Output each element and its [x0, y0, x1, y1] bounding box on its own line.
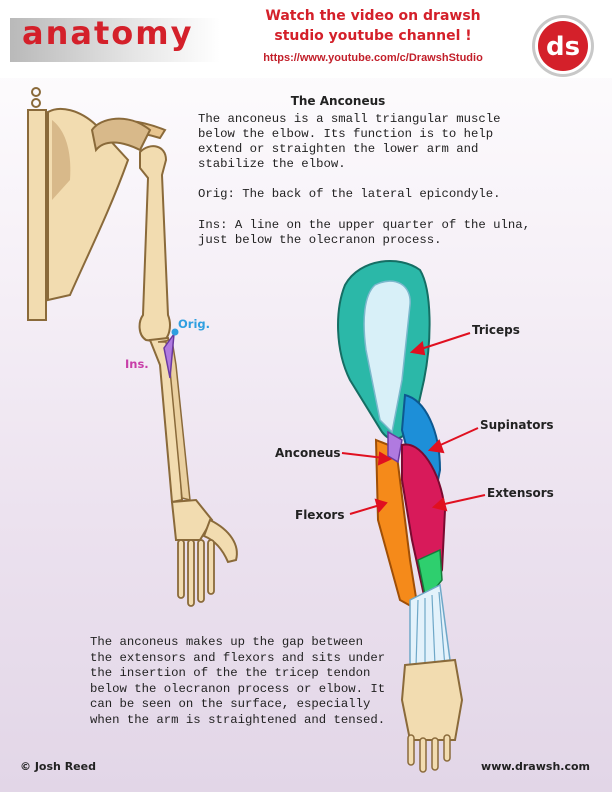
hand	[400, 658, 464, 741]
ring-icon	[31, 87, 41, 97]
badge-text: ds	[546, 32, 580, 62]
rib-cage	[27, 109, 47, 321]
description-text: The anconeus is a small triangular muscl…	[198, 112, 501, 171]
label-triceps: Triceps	[472, 323, 520, 337]
ring-icon	[31, 98, 41, 108]
skeleton-label-ins: Ins.	[125, 357, 149, 371]
label-extensors: Extensors	[487, 486, 554, 500]
promo-line-2: studio youtube channel !	[274, 28, 472, 44]
website-link[interactable]: www.drawsh.com	[481, 760, 590, 773]
promo-line-1: Watch the video on drawsh	[265, 8, 481, 24]
thumb	[202, 518, 238, 564]
page-title: The Anconeus	[290, 94, 386, 108]
humerus	[138, 145, 171, 344]
origin-text: Orig: The back of the lateral epicondyle…	[198, 187, 501, 201]
drawsh-logo-icon: ds	[532, 15, 594, 77]
anconeus-muscle	[387, 430, 403, 464]
scapula-shadow	[52, 120, 71, 200]
fingers	[177, 539, 215, 607]
logo-text: anatomy	[22, 14, 194, 52]
copyright-text: © Josh Reed	[20, 760, 96, 773]
logo-bar	[10, 18, 220, 62]
triceps-tendon	[363, 280, 411, 434]
bottom-note: The anconeus makes up the gap between th…	[90, 635, 386, 727]
pointer-arrows	[341, 332, 486, 515]
skeleton	[27, 87, 238, 607]
label-anconeus: Anconeus	[275, 446, 341, 460]
promo-url-link[interactable]: https://www.youtube.com/c/DrawshStudio	[263, 52, 483, 64]
anconeus-skeleton	[163, 331, 175, 379]
label-flexors: Flexors	[295, 508, 345, 522]
orig-dot	[171, 328, 179, 336]
muscle-arm	[337, 260, 464, 773]
skeleton-label-orig: Orig.	[178, 317, 210, 331]
hand-fingers	[407, 734, 451, 773]
insertion-text: Ins: A line on the upper quarter of the …	[198, 218, 531, 247]
label-supinators: Supinators	[480, 418, 554, 432]
shoulder-cap	[90, 117, 152, 153]
